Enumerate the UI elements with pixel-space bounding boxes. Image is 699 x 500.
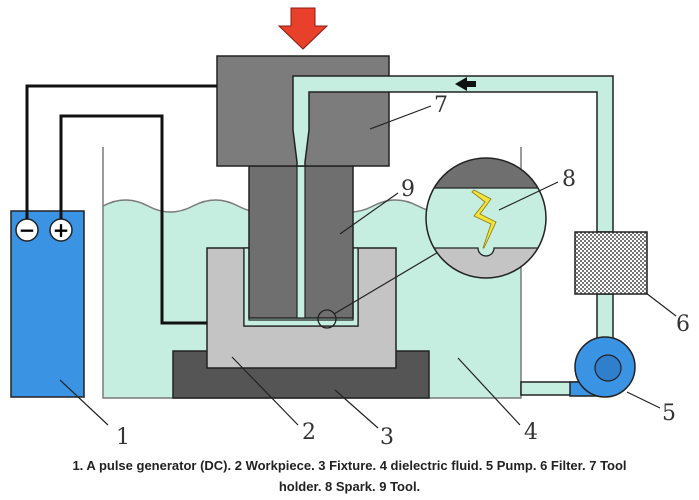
magnified-view	[425, 157, 547, 279]
filter-icon	[574, 231, 648, 295]
label-9: 9	[401, 177, 415, 202]
zoom-leader	[333, 250, 441, 315]
arrow-left-icon	[455, 77, 476, 91]
plus-sign: +	[53, 218, 70, 242]
gap-marker	[317, 309, 337, 329]
label-4: 4	[524, 420, 538, 445]
positive-wire	[59, 114, 207, 325]
leader-lines	[59, 105, 677, 429]
caption-line-1: 1. A pulse generator (DC). 2 Workpiece. …	[72, 458, 627, 473]
label-3: 3	[380, 425, 394, 450]
tool-channel	[296, 165, 306, 319]
label-7: 7	[434, 93, 448, 118]
label-8: 8	[562, 167, 576, 192]
arrow-down-icon	[277, 7, 329, 50]
label-5: 5	[662, 401, 676, 426]
minus-sign: −	[19, 218, 36, 242]
pulse-generator	[10, 210, 85, 398]
negative-wire	[25, 84, 217, 219]
label-6: 6	[676, 312, 690, 337]
edm-diagram: − + 1 2 3 4 5 6 7 8 9	[10, 7, 690, 450]
label-2: 2	[302, 420, 316, 445]
figure-caption: 1. A pulse generator (DC). 2 Workpiece. …	[20, 455, 679, 497]
pump-icon	[569, 336, 636, 398]
label-1: 1	[116, 425, 130, 450]
caption-line-2: holder. 8 Spark. 9 Tool.	[278, 479, 421, 494]
spark-icon	[471, 189, 497, 249]
